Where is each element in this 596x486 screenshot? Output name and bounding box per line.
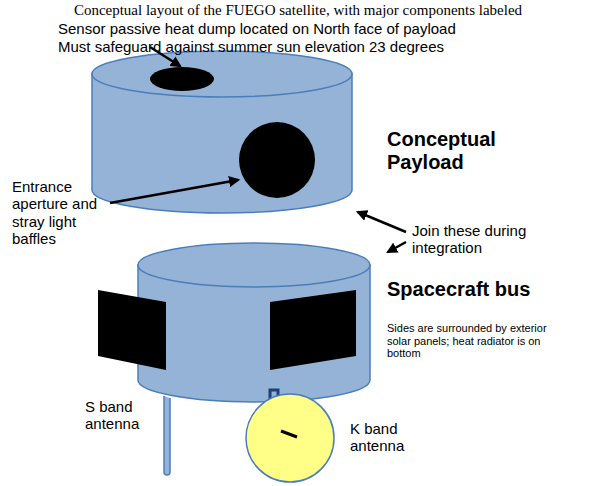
solar-panel [98,290,166,370]
note-text: Sides are surrounded by exterior solar p… [387,322,572,360]
part-heading: Conceptual Payload [387,128,517,174]
part-label: S band antenna [85,398,157,433]
part-heading: Spacecraft bus [387,278,567,301]
part-label: Entrance aperture and stray light baffle… [12,178,106,247]
part-label: K band antenna [350,420,422,455]
s-band-rod [164,396,170,475]
leader-arrow [358,212,406,232]
solar-panel [270,290,356,370]
note-text: Join these during integration [412,222,552,257]
note-text: Must safeguard against summer sun elevat… [58,38,444,55]
payload-cylinder [92,51,352,213]
leader-arrow [388,242,406,252]
entrance-aperture [239,122,315,198]
note-text: Sensor passive heat dump located on Nort… [58,20,456,37]
bus-cylinder [98,243,370,402]
k-band-dish [246,394,334,482]
leader-arrow [110,180,238,203]
diagram-title: Conceptual layout of the FUEGO satellite… [0,2,596,19]
heat-dump [150,67,214,91]
dish-mark [281,431,297,437]
